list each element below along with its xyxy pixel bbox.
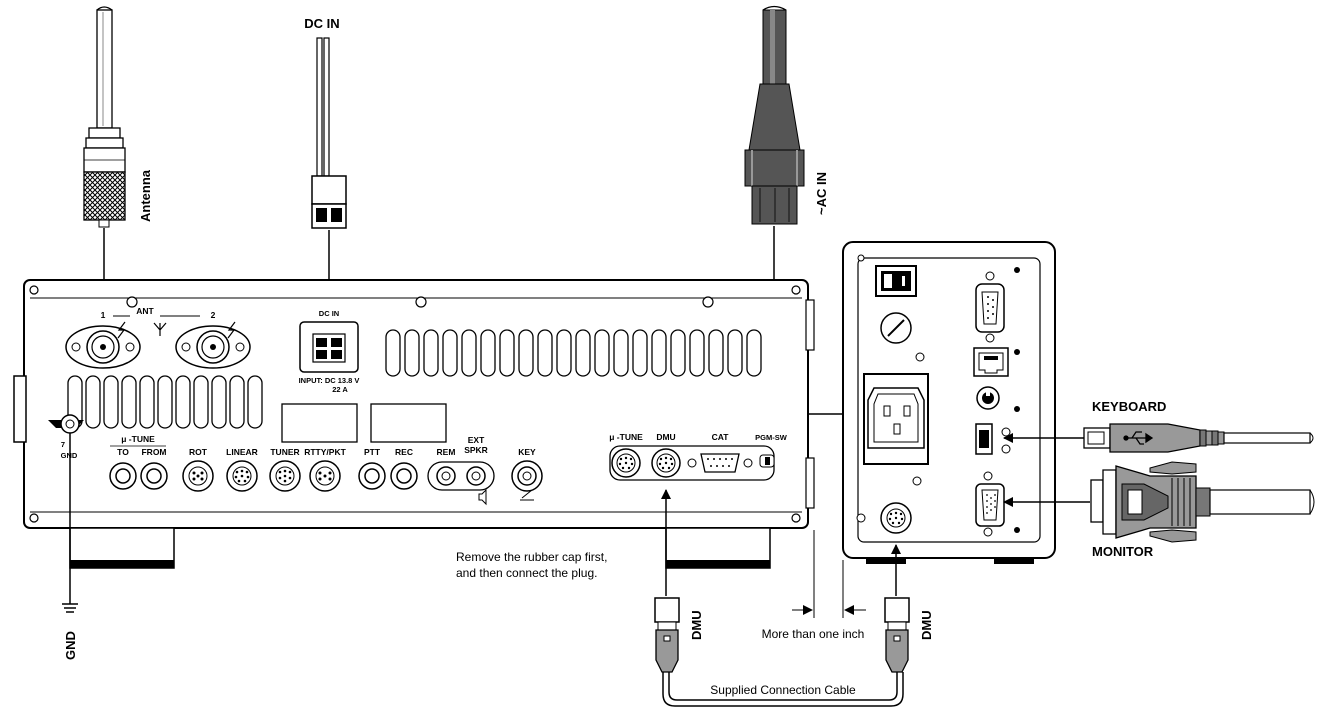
mu-tune-from-jack xyxy=(140,462,168,490)
rot-label: ROT xyxy=(189,447,208,457)
input-rating-2: 22 A xyxy=(332,385,348,394)
ant2-connector xyxy=(175,325,251,369)
dmu-unit xyxy=(842,241,1056,564)
linear-jack xyxy=(226,460,258,492)
gnd-num: 7 xyxy=(61,440,65,449)
dmu-left-label: DMU xyxy=(689,610,704,640)
monitor-label: MONITOR xyxy=(1092,544,1154,559)
gnd-label: GND xyxy=(63,631,78,660)
monitor-vga-cable xyxy=(1090,461,1315,543)
rubber-cap-note-2: and then connect the plug. xyxy=(456,566,597,580)
gnd-terminal xyxy=(48,414,84,434)
antenna-label: Antenna xyxy=(138,169,153,222)
vent-slots-top xyxy=(385,329,762,377)
ps2-port xyxy=(976,386,1000,410)
monitor-port xyxy=(975,471,1005,537)
keyboard-label: KEYBOARD xyxy=(1092,399,1166,414)
dmu-panel-label: DMU xyxy=(656,432,675,442)
cat-port xyxy=(687,453,753,473)
ant2-label: 2 xyxy=(211,310,216,320)
speaker-icon xyxy=(478,488,487,506)
ac-in-label: ~AC IN xyxy=(814,172,829,215)
dc-in-title: DC IN xyxy=(304,16,339,31)
pgm-sw-switch xyxy=(759,454,775,468)
power-switch xyxy=(875,265,917,297)
rubber-cap-note-1: Remove the rubber cap first, xyxy=(456,550,607,564)
key-symbol-icon xyxy=(520,489,534,501)
antenna-symbol-icon xyxy=(153,322,167,336)
rem-jack xyxy=(436,466,456,486)
tuner-label: TUNER xyxy=(270,447,299,457)
rtty-pkt-jack xyxy=(309,460,341,492)
vent-slots-left xyxy=(67,375,263,429)
rec-label: REC xyxy=(395,447,413,457)
dmu-right-label: DMU xyxy=(919,610,934,640)
dmu-plug-right xyxy=(884,597,910,673)
lightning-icon xyxy=(227,321,236,339)
gap-note: More than one inch xyxy=(762,627,865,641)
usb-port xyxy=(975,423,993,455)
spkr-label: SPKR xyxy=(464,445,488,455)
mu-tune-label: μ -TUNE xyxy=(121,434,155,444)
ant1-label: 1 xyxy=(101,310,106,320)
rot-jack xyxy=(182,460,214,492)
mu-tune2-label: μ -TUNE xyxy=(609,432,643,442)
ext-spkr-jack xyxy=(466,466,486,486)
label-plate xyxy=(370,403,447,443)
dmu-port xyxy=(651,448,681,478)
mu-tune-to-jack xyxy=(109,462,137,490)
ext-label: EXT xyxy=(468,435,485,445)
ant-label: ANT xyxy=(136,306,154,316)
dmu-unit-port xyxy=(880,502,912,534)
lightning-icon xyxy=(117,321,126,339)
rec-jack xyxy=(390,462,418,490)
cable-note: Supplied Connection Cable xyxy=(710,683,856,697)
cat-label: CAT xyxy=(712,432,730,442)
key-label: KEY xyxy=(518,447,536,457)
dmu-plug-left xyxy=(654,597,680,673)
pgm-sw-label: PGM-SW xyxy=(755,433,788,442)
usb-icon xyxy=(1123,431,1154,445)
dc-power-cable xyxy=(311,37,347,229)
label-plate xyxy=(281,403,358,443)
rem-label: REM xyxy=(437,447,456,457)
panel-dc-in-label: DC IN xyxy=(319,309,339,318)
keyboard-usb-cable xyxy=(1083,423,1314,453)
ac-power-cord xyxy=(744,5,805,225)
ptt-label: PTT xyxy=(364,447,381,457)
rtty-label: RTTY/PKT xyxy=(304,447,346,457)
fuse-holder xyxy=(880,312,912,344)
to-label: TO xyxy=(117,447,129,457)
dc-in-socket xyxy=(299,321,359,373)
input-rating-1: INPUT: DC 13.8 V xyxy=(299,376,360,385)
mu-tune-port xyxy=(611,448,641,478)
from-label: FROM xyxy=(141,447,166,457)
serial-port xyxy=(975,271,1005,343)
transceiver-rear-panel: ANT 1 2 DC IN INPUT: DC 1 xyxy=(13,279,815,569)
ground-symbol-icon xyxy=(62,598,78,613)
linear-label: LINEAR xyxy=(226,447,258,457)
lan-port xyxy=(973,347,1009,377)
connection-cable xyxy=(662,672,904,707)
ant1-connector xyxy=(65,325,141,369)
tuner-jack xyxy=(269,460,301,492)
antenna-cable xyxy=(83,6,126,228)
ac-inlet xyxy=(863,373,929,465)
key-jack xyxy=(511,460,543,492)
gap-dimension xyxy=(792,530,866,618)
ptt-jack xyxy=(358,462,386,490)
